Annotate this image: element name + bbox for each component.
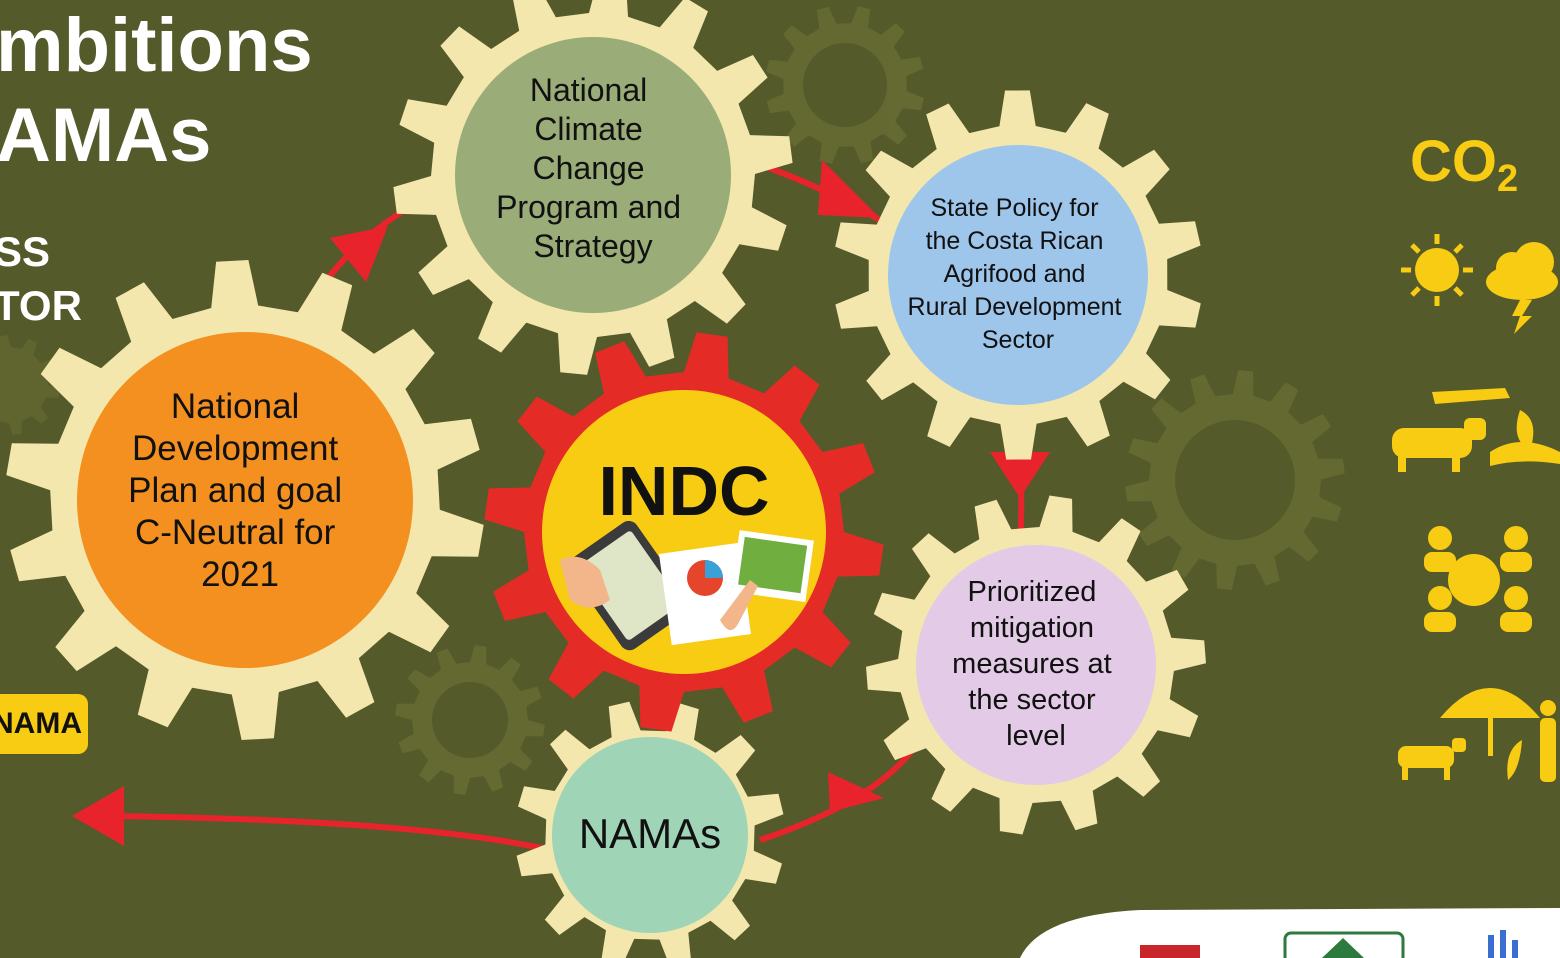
ndp-line-5: 2021 (201, 555, 279, 594)
state-policy-line-5: Sector (982, 326, 1054, 354)
nccps-line-5: Strategy (533, 228, 652, 264)
gear-namas (516, 701, 784, 958)
pie-chart-slice (705, 560, 723, 578)
prioritized-line-1: Prioritized (968, 576, 1097, 608)
livestock-crop-icon (1392, 388, 1560, 472)
state-policy-line-3: Agrifood and (944, 260, 1086, 288)
background-gear (766, 6, 924, 164)
tablet-screen (577, 531, 681, 640)
arrowhead-right (818, 160, 880, 218)
arrowhead-down (990, 452, 1050, 498)
arrow-heads (72, 160, 1050, 846)
nccps-line-3: Change (533, 150, 645, 186)
arrowhead-up-right (330, 226, 388, 282)
sun-icon (1401, 234, 1473, 306)
gear-labels: National Development Plan and goal C-Neu… (128, 72, 1129, 857)
gear-national-development-plan (6, 260, 484, 740)
namas-label: NAMAs (579, 810, 721, 857)
ndp-line-3: Plan and goal (128, 471, 342, 510)
prioritized-line-3: measures at (952, 648, 1112, 680)
partner-logo-2 (1283, 931, 1405, 958)
subtitle-line-2: TOR (0, 282, 82, 329)
nccps-label: National Climate Change Program and Stra… (496, 72, 690, 264)
gears (6, 0, 1206, 958)
ndp-line-1: National (171, 387, 299, 426)
gear-prioritized-measures (866, 495, 1206, 835)
pointing-hand-icon (720, 580, 758, 631)
prioritized-line-5: level (1006, 720, 1066, 752)
arrow-namas-to-left (109, 813, 551, 853)
background-gears (0, 6, 1345, 795)
ndp-label: National Development Plan and goal C-Neu… (128, 387, 352, 594)
background-gear (395, 645, 545, 795)
prioritized-line-2: mitigation (970, 612, 1094, 644)
partner-logo-2-mark (1322, 938, 1364, 958)
nccps-line-1: National (530, 72, 647, 108)
co2-label: CO2 (1410, 128, 1518, 201)
state-policy-label: State Policy for the Costa Rican Agrifoo… (908, 194, 1129, 354)
gear-indc (484, 332, 884, 732)
state-policy-line-1: State Policy for (930, 194, 1098, 222)
title-line-1: mbitions (0, 3, 313, 88)
subtitle-line-1: SS (0, 228, 51, 275)
ndp-line-4: C-Neutral for (135, 513, 336, 552)
partner-logo-1 (1140, 945, 1200, 958)
partner-logos-strip (1020, 908, 1560, 958)
state-policy-line-2: the Costa Rican (926, 227, 1104, 255)
arrowhead-down-left (828, 772, 884, 812)
ndp-line-2: Development (132, 429, 338, 468)
gear-national-climate-change-program (393, 0, 793, 375)
indc-illustration (560, 520, 814, 651)
nama-badge: NAMA (0, 694, 88, 754)
side-icons (1392, 234, 1560, 782)
nccps-line-4: Program and (496, 189, 681, 225)
background-gear (1125, 370, 1345, 590)
storm-cloud-icon (1486, 242, 1558, 334)
indc-label: INDC (598, 452, 769, 530)
umbrella-farm-icon (1398, 688, 1556, 782)
gear-state-policy (835, 90, 1201, 460)
co2-main: CO (1410, 129, 1497, 194)
background-gear (0, 335, 60, 435)
co2-subscript: 2 (1497, 158, 1519, 200)
nccps-line-2: Climate (534, 111, 642, 147)
prioritized-line-4: the sector (968, 684, 1096, 716)
photo-card-image (738, 536, 808, 594)
state-policy-line-4: Rural Development (908, 293, 1122, 321)
hand-icon (560, 556, 610, 608)
title-line-2: AMAs (0, 93, 212, 178)
people-network-icon (1424, 526, 1532, 632)
partner-logo-3 (1488, 935, 1494, 958)
arrowhead-left (72, 786, 124, 846)
prioritized-label: Prioritized mitigation measures at the s… (952, 576, 1120, 752)
